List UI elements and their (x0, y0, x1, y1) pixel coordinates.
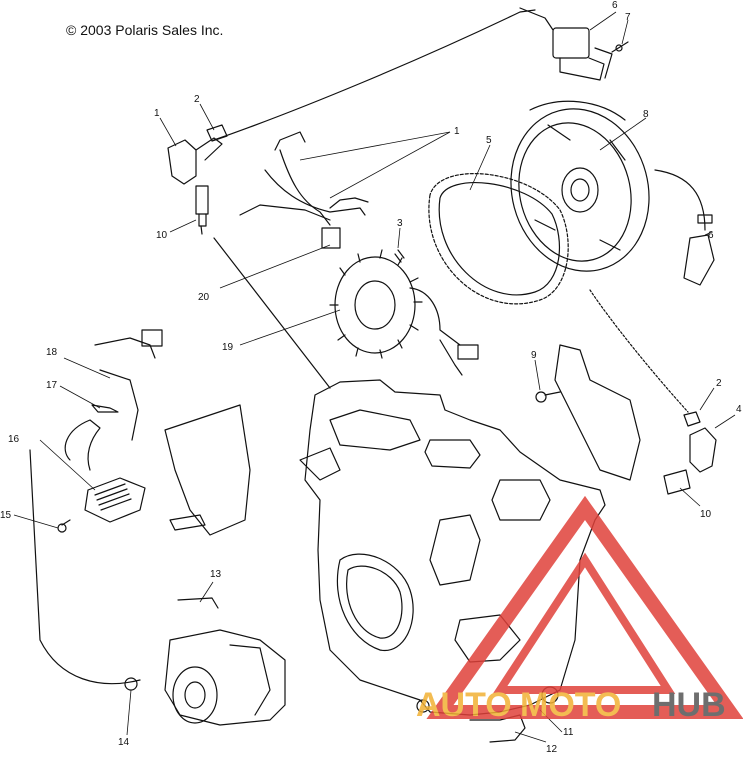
callout-1a: 1 (154, 108, 160, 119)
logo-word-moto: MOTO (520, 686, 621, 724)
callout-5: 5 (486, 135, 492, 146)
ignition-lead (213, 9, 536, 141)
callout-10a: 10 (156, 230, 168, 241)
logo-word-hub: HUB (652, 686, 726, 724)
bolt (394, 249, 405, 263)
copyright-notice: © 2003 Polaris Sales Inc. (66, 22, 224, 38)
spark-plug (195, 185, 209, 235)
callout-6a: 6 (612, 0, 618, 11)
starter-motor (124, 597, 286, 726)
callout-10b: 10 (700, 509, 712, 520)
callout-15: 15 (0, 510, 12, 521)
callout-13: 13 (210, 569, 222, 580)
callout-8: 8 (643, 109, 649, 120)
callout-12: 12 (546, 744, 558, 755)
callout-9: 9 (531, 350, 537, 361)
ring-gear (428, 173, 569, 305)
callout-6b: 6 (708, 230, 714, 241)
callout-7: 7 (625, 12, 631, 23)
callout-3: 3 (397, 218, 403, 229)
automotohub-logo: AUTO MOTO HUB (416, 495, 743, 724)
logo-word-auto: AUTO (416, 686, 512, 724)
wiring-harness (239, 131, 369, 249)
callout-18: 18 (46, 347, 58, 358)
logo-triangle (426, 495, 743, 719)
callout-14: 14 (118, 737, 130, 748)
callout-2b: 2 (716, 378, 722, 389)
callout-20: 20 (198, 292, 210, 303)
callout-19: 19 (222, 342, 234, 353)
harness-connector (91, 329, 163, 441)
oil-sensor-bracket (469, 714, 526, 743)
callout-11: 11 (563, 727, 574, 738)
leader-lines (13, 11, 736, 743)
stator (329, 249, 479, 376)
ignition-coil (519, 7, 629, 81)
spark-plug-cap-right (683, 411, 717, 473)
callout-2a: 2 (194, 94, 200, 105)
spark-plug-cap (167, 124, 228, 185)
logo-triangle-inner (492, 552, 676, 694)
voltage-regulator (84, 477, 146, 523)
engine-block (299, 379, 606, 716)
callout-4: 4 (736, 404, 742, 415)
callout-1b: 1 (454, 126, 460, 137)
bracket (164, 404, 251, 536)
callout-17: 17 (46, 380, 58, 391)
pickup-sensor (654, 169, 715, 286)
side-cover (535, 344, 641, 481)
callout-16: 16 (8, 434, 20, 445)
flywheel (510, 100, 650, 272)
